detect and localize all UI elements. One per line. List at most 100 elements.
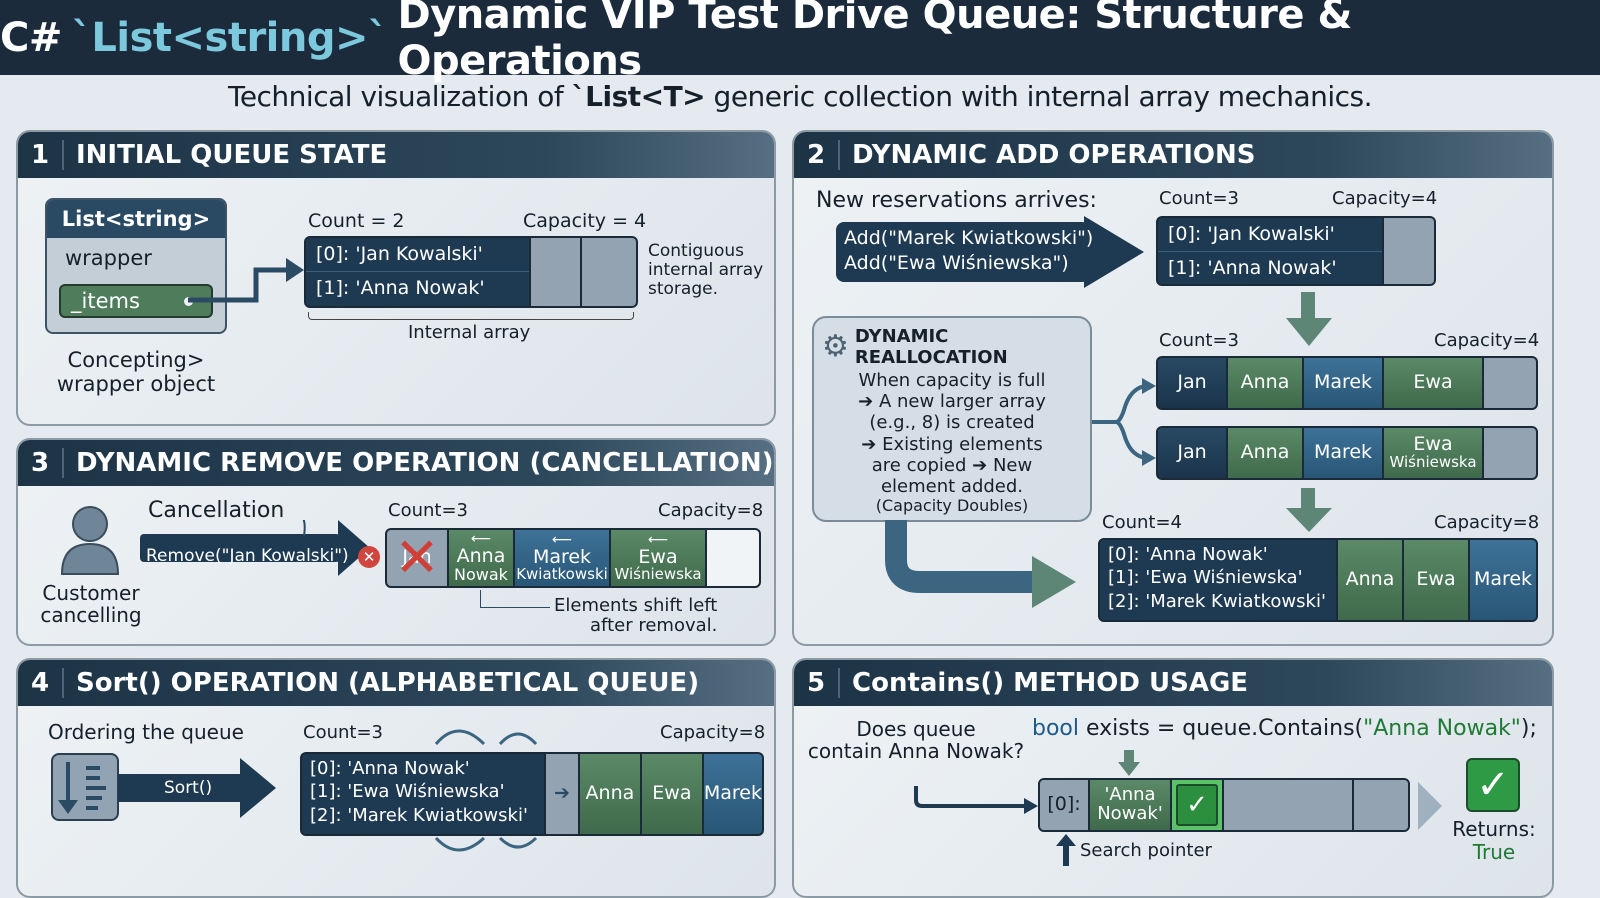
reallocation-box: ⚙DYNAMIC REALLOCATION When capacity is f… xyxy=(812,316,1092,522)
array-cell: Marek xyxy=(703,754,762,834)
realloc-header: ⚙DYNAMIC REALLOCATION xyxy=(814,318,1090,370)
panel-number: 1 xyxy=(18,140,64,170)
sort-icon xyxy=(51,753,276,821)
note-line: internal array xyxy=(648,260,764,281)
internal-array: [0]: 'Jan Kowalski' [1]: 'Anna Nowak' xyxy=(304,236,638,308)
panel-header: 5 Contains() METHOD USAGE xyxy=(794,660,1552,706)
remove-x-icon: ✕ xyxy=(358,546,380,568)
array-cell: Ewa xyxy=(641,754,704,834)
note-line: storage. xyxy=(648,279,718,300)
title-accent: `List<string>` xyxy=(71,14,388,61)
items-label: _items xyxy=(71,289,140,313)
match-check-icon: ✓ xyxy=(1172,780,1224,830)
array-cell: Marek xyxy=(1304,428,1384,478)
cell-line: Ewa xyxy=(638,545,678,568)
caption-line: Customer xyxy=(42,581,140,605)
wrapper-caption: Concepting>wrapper object xyxy=(45,348,227,396)
panel-title: Sort() OPERATION (ALPHABETICAL QUEUE) xyxy=(76,668,700,698)
code-string: "Anna Nowak" xyxy=(1363,716,1521,741)
sort-intro: Ordering the queue xyxy=(48,720,244,744)
add-intro: New reservations arrives: xyxy=(816,188,1097,213)
caption-line: wrapper object xyxy=(56,372,216,397)
realloc-line: element added. xyxy=(880,476,1024,498)
subtitle-pre: Technical visualization of xyxy=(227,80,564,113)
empty-slot xyxy=(1382,218,1434,284)
array-brace xyxy=(308,312,634,320)
array-cell: Anna xyxy=(579,754,642,834)
remove-arrow xyxy=(140,520,370,576)
array-cell: Ewa xyxy=(1404,540,1470,620)
customer-person-icon xyxy=(60,506,120,575)
cell-line: Nowak' xyxy=(1097,803,1163,824)
realloc-line: When capacity is full xyxy=(858,370,1046,391)
sorted-array: [0]: 'Anna Nowak'[1]: 'Ewa Wiśniewska'[2… xyxy=(300,752,764,836)
array-slot: [1]: 'Anna Nowak' xyxy=(1168,256,1337,279)
cell-line: Ewa xyxy=(1413,433,1453,456)
array-slot: [0]: 'Anna Nowak' xyxy=(1108,544,1268,565)
cell-line: 'Anna xyxy=(1104,784,1156,806)
code-call: exists = queue.Contains( xyxy=(1079,716,1364,741)
array-slot: [0]: 'Jan Kowalski' xyxy=(1158,218,1382,252)
panel-number: 2 xyxy=(794,140,840,170)
realloc-line: ➔ Existing elements xyxy=(861,433,1043,455)
contains-code: bool exists = queue.Contains("Anna Nowak… xyxy=(1032,716,1537,741)
cell-line: Kwiatkowski xyxy=(516,565,608,584)
code-keyword: bool xyxy=(1032,716,1079,741)
array-cell: Marek xyxy=(1304,358,1384,408)
returns-block: Returns:True xyxy=(1442,818,1546,864)
sort-call: Sort() xyxy=(164,778,213,798)
panel-number: 5 xyxy=(794,668,840,698)
realloc-line: ➔ A new larger array xyxy=(858,391,1046,413)
shift-left-icon: ⟵ xyxy=(551,531,573,548)
subtitle-bold: `List<T> xyxy=(571,80,706,113)
capacity-label: Capacity = 4 xyxy=(523,210,647,232)
note-line: after removal. xyxy=(590,614,718,636)
title-bar: C# `List<string>` Dynamic VIP Test Drive… xyxy=(0,0,1600,84)
count-label: Count=3 xyxy=(1159,330,1239,351)
capacity-label: Capacity=4 xyxy=(1434,330,1540,351)
array-slot: [2]: 'Marek Kwiatkowski' xyxy=(1108,590,1326,612)
add-call: Add("Marek Kwiatkowski") xyxy=(844,227,1094,249)
array-slot: [0]: 'Jan Kowalski' xyxy=(306,238,529,273)
cross-out-icon: ✕ xyxy=(394,528,440,588)
capacity-label: Capacity=8 xyxy=(660,722,766,743)
note-line: Elements shift left xyxy=(554,595,718,616)
array-cell: Anna xyxy=(1228,358,1304,408)
array-cell: Anna xyxy=(1228,428,1304,478)
code-end: ); xyxy=(1520,716,1537,741)
question-line: contain Anna Nowak? xyxy=(807,739,1025,763)
top-array: [0]: 'Jan Kowalski' [1]: 'Anna Nowak' xyxy=(1156,216,1436,286)
array-slot: [0]: 'Anna Nowak' xyxy=(310,758,470,779)
panel-title: DYNAMIC REMOVE OPERATION (CANCELLATION) xyxy=(76,448,774,478)
realloc-line: are copied ➔ New xyxy=(871,454,1033,476)
wrapper-title: List<string> xyxy=(47,200,225,238)
arrow-right-icon: ➔ xyxy=(543,754,580,834)
shift-left-icon: ⟵ xyxy=(647,531,669,548)
count-label: Count=3 xyxy=(303,722,383,743)
items-field: _items xyxy=(59,284,213,318)
caption-line: cancelling xyxy=(40,603,142,627)
realloc-line: (Capacity Doubles) xyxy=(875,496,1029,516)
capacity-label: Capacity=8 xyxy=(1434,512,1540,533)
shift-left-icon: ⟵ xyxy=(470,531,492,548)
filled-slots: [0]: 'Jan Kowalski' [1]: 'Anna Nowak' xyxy=(306,238,529,306)
subtitle-post: generic collection with internal array m… xyxy=(713,80,1373,113)
subtitle: Technical visualization of `List<T> gene… xyxy=(0,80,1600,113)
panel-title: Contains() METHOD USAGE xyxy=(852,668,1249,698)
realloc-line: (e.g., 8) is created xyxy=(869,412,1035,434)
search-pointer-label: Search pointer xyxy=(1080,840,1212,861)
count-label: Count=3 xyxy=(1159,188,1239,209)
count-label: Count=4 xyxy=(1102,512,1182,533)
array-cell: Jan xyxy=(1158,428,1228,478)
